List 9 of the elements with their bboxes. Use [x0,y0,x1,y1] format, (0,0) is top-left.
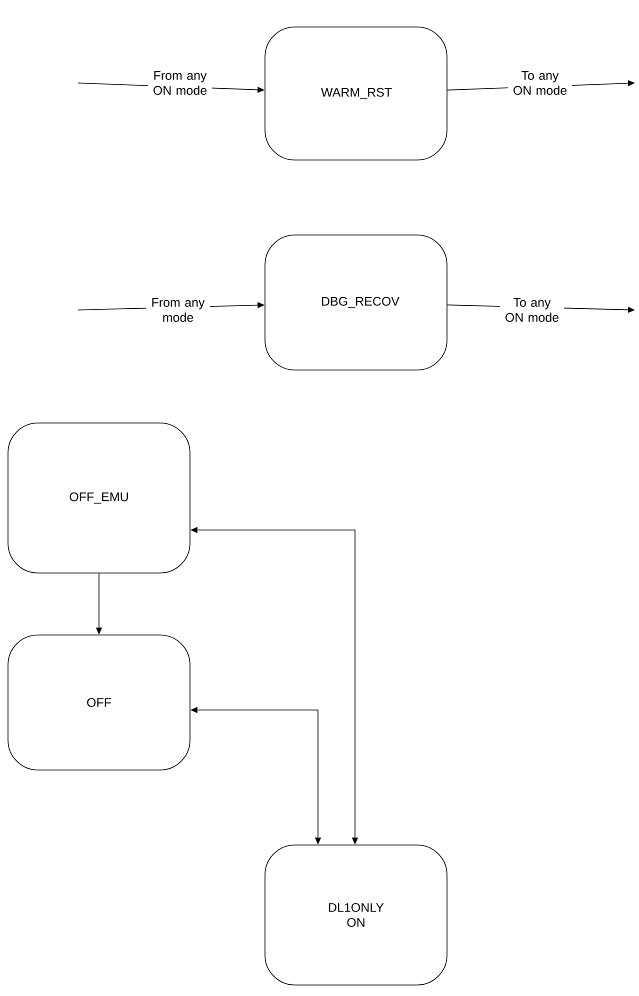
edge-label: To any ON mode [500,297,564,323]
state-box: WARM_RST [264,26,448,160]
edge-label: From any ON mode [148,70,212,96]
state-box: OFF_EMU [8,422,190,574]
edge-label: From any mode [146,297,210,323]
state-box: OFF [8,634,190,770]
edge-label: To any ON mode [508,70,572,96]
state-box: DBG_RECOV [264,234,448,370]
state-box: DL1ONLY ON [264,844,448,986]
